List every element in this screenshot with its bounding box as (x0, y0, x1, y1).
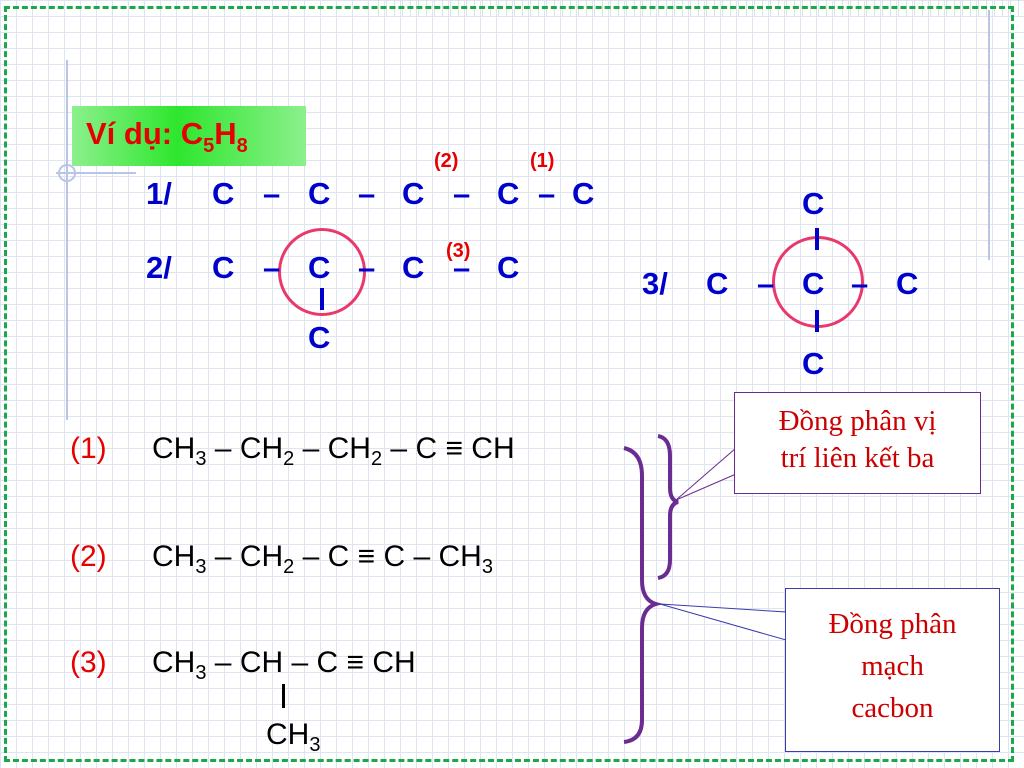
skeleton-2-bond2: – (358, 250, 376, 285)
formula-3-branch-bond (282, 684, 285, 708)
decor-ring-icon (58, 164, 76, 182)
formula-3: CH3 – CH – C ≡ CH (152, 646, 416, 684)
brace-large (623, 446, 664, 744)
skeleton-3-c3: C (896, 266, 919, 301)
skeleton-1-bond2: – (358, 176, 376, 211)
formula-1-number: (1) (70, 432, 107, 465)
skeleton-1-bond3: – (453, 176, 471, 211)
skeleton-2-c2: C (308, 250, 331, 285)
note-position-isomer: Đồng phân vị trí liên kết ba (734, 392, 981, 494)
skeleton-3-label: 3/ (642, 266, 668, 301)
example-heading: Ví dụ: C5H8 (86, 116, 248, 157)
skeleton-3-bottom-c: C (802, 346, 825, 381)
skeleton-2-branch-bond (320, 288, 324, 310)
skeleton-3-c2: C (802, 266, 825, 301)
marker-1: (1) (530, 150, 555, 172)
decor-hline-left (56, 172, 136, 174)
formula-3-number: (3) (70, 646, 107, 679)
skeleton-2-c1: C (212, 250, 235, 285)
slide-frame (4, 6, 1014, 762)
decor-line-right (988, 10, 990, 260)
skeleton-1-c4: C (497, 176, 520, 211)
skeleton-1-label: 1/ (146, 176, 172, 211)
decor-line-left (66, 60, 68, 420)
marker-3: (3) (446, 240, 471, 262)
note-chain-isomer: Đồng phân mạch cacbon (785, 588, 1000, 752)
formula-3-branch: CH3 (266, 718, 321, 756)
skeleton-1-c2: C (308, 176, 331, 211)
skeleton-3-top-bond (815, 228, 819, 250)
callout-pointer-1 (675, 446, 737, 501)
skeleton-2-c3: C (402, 250, 425, 285)
brace-small (657, 434, 679, 580)
marker-2: (2) (434, 150, 459, 172)
skeleton-2-label: 2/ (146, 250, 172, 285)
skeleton-3-bottom-bond (815, 310, 819, 332)
skeleton-1-bond1: – (263, 176, 281, 211)
skeleton-3-bond1: – (757, 266, 775, 301)
skeleton-1-c5: C (572, 176, 595, 211)
skeleton-2-highlight-circle (278, 228, 366, 316)
formula-2: CH3 – CH2 – C ≡ C – CH3 (152, 540, 493, 578)
callout-pointer-2 (659, 603, 787, 641)
skeleton-1-c1: C (212, 176, 235, 211)
formula-1: CH3 – CH2 – CH2 – C ≡ CH (152, 432, 515, 470)
formula-2-number: (2) (70, 540, 107, 573)
skeleton-2-bond1: – (263, 250, 281, 285)
skeleton-3-bond2: – (851, 266, 869, 301)
skeleton-3-c1: C (706, 266, 729, 301)
example-heading-box (72, 106, 306, 166)
skeleton-2-c4: C (497, 250, 520, 285)
skeleton-2-branch-c: C (308, 320, 331, 355)
skeleton-1-bond4: – (538, 176, 556, 211)
skeleton-3-top-c: C (802, 186, 825, 221)
skeleton-1-c3: C (402, 176, 425, 211)
skeleton-2-bond3: – (453, 250, 471, 285)
